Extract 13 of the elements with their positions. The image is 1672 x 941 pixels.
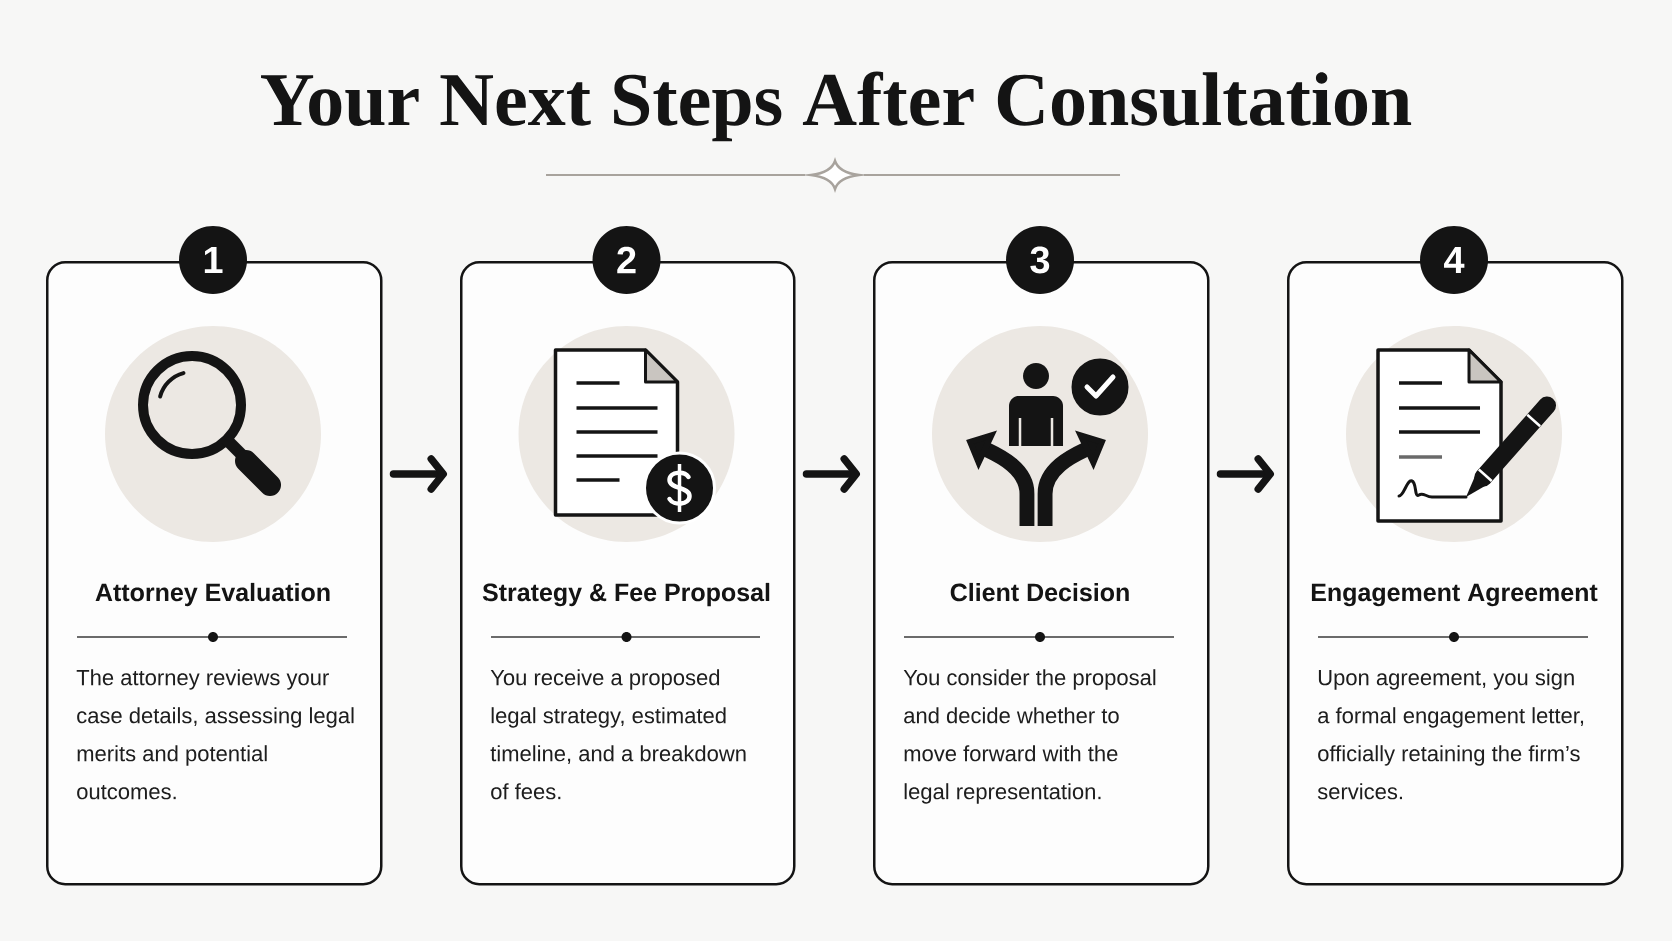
step-description: Upon agreement, you sign a formal engagement letter, officially retaining the firm’s services. <box>1317 669 1584 800</box>
step-heading: Strategy & Fee Proposal <box>482 582 770 607</box>
step-description: The attorney reviews your case details, assessing legal merits and potential outcomes. <box>76 669 354 800</box>
number-badge: 2 <box>592 226 661 294</box>
step-heading: Client Decision <box>950 582 1129 602</box>
step-description: You receive a proposed legal strategy, estimated timeline, and a breakdown of fees. <box>490 669 746 800</box>
number-badge: 3 <box>1006 226 1074 294</box>
number-badge: 4 <box>1420 226 1488 294</box>
number-badge: 1 <box>179 226 247 294</box>
step-heading: Engagement Agreement <box>1311 583 1598 607</box>
title: Your Next Steps After Consultation <box>261 71 1412 142</box>
step-heading: Attorney Evaluation <box>95 582 330 607</box>
step-description: You consider the proposal and decide whether to move forward with the legal representation. <box>903 669 1156 804</box>
